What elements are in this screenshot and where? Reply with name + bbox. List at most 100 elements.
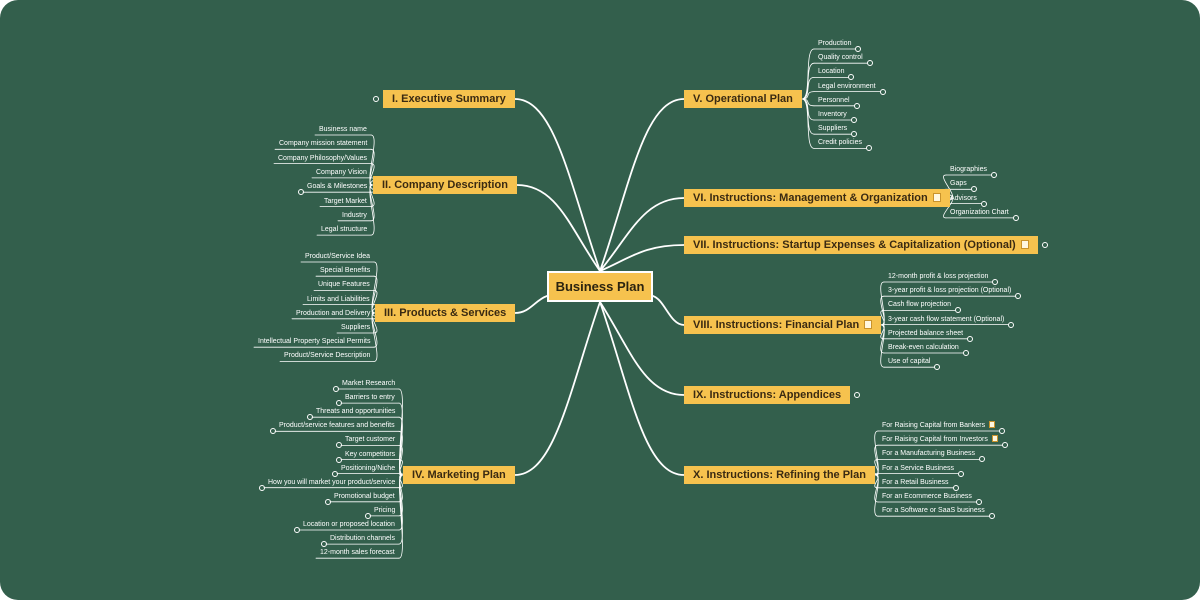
subtopic-item[interactable]: Market Research (342, 379, 395, 388)
branch-topic-b7[interactable]: VII. Instructions: Startup Expenses & Ca… (684, 236, 1038, 254)
subtopic-count-badge[interactable] (336, 456, 342, 463)
subtopic-item[interactable]: How you will market your product/service (268, 478, 395, 487)
subtopic-count-badge[interactable] (992, 279, 998, 285)
branch-topic-b6[interactable]: VI. Instructions: Management & Organizat… (684, 189, 950, 207)
subtopic-item[interactable]: Product/Service Description (284, 351, 370, 360)
subtopic-count-badge[interactable] (1002, 442, 1008, 449)
note-icon[interactable] (991, 435, 998, 443)
subtopic-item[interactable]: Company Vision (316, 168, 367, 177)
branch-topic-b8[interactable]: VIII. Instructions: Financial Plan (684, 316, 882, 334)
topic-count-badge[interactable] (373, 96, 379, 102)
subtopic-item[interactable]: Key competitors (345, 450, 395, 459)
subtopic-item[interactable]: Intellectual Property Special Permits (258, 337, 370, 346)
subtopic-count-badge[interactable] (336, 400, 342, 407)
subtopic-item[interactable]: 12-month sales forecast (320, 548, 395, 557)
subtopic-item[interactable]: Company Philosophy/Values (278, 154, 367, 163)
subtopic-item[interactable]: Location (818, 67, 844, 76)
subtopic-item[interactable]: Suppliers (818, 124, 847, 133)
subtopic-item[interactable]: Target Market (324, 197, 367, 206)
subtopic-count-badge[interactable] (854, 102, 860, 109)
branch-topic-b5[interactable]: V. Operational Plan (684, 90, 802, 108)
subtopic-count-badge[interactable] (851, 117, 857, 123)
subtopic-item[interactable]: Legal environment (818, 82, 876, 91)
subtopic-item[interactable]: Suppliers (341, 323, 370, 332)
subtopic-item[interactable]: Gaps (950, 179, 967, 188)
subtopic-item[interactable]: Production (818, 39, 851, 48)
subtopic-item[interactable]: Industry (342, 211, 367, 220)
subtopic-item[interactable]: Product/Service Idea (305, 252, 370, 261)
subtopic-item[interactable]: Business name (319, 125, 367, 134)
note-icon[interactable] (1020, 240, 1029, 249)
subtopic-count-badge[interactable] (867, 60, 873, 67)
subtopic-count-badge[interactable] (967, 335, 973, 342)
subtopic-count-badge[interactable] (848, 74, 854, 81)
branch-topic-b3[interactable]: III. Products & Services (375, 304, 516, 322)
subtopic-item[interactable]: Special Benefits (320, 266, 370, 275)
subtopic-item[interactable]: Target customer (345, 435, 395, 444)
subtopic-item[interactable]: Pricing (374, 506, 395, 515)
subtopic-item[interactable]: For a Retail Business (882, 478, 949, 487)
subtopic-count-badge[interactable] (880, 88, 886, 95)
subtopic-count-badge[interactable] (1008, 321, 1014, 328)
subtopic-count-badge[interactable] (270, 428, 276, 435)
subtopic-count-badge[interactable] (365, 512, 371, 519)
subtopic-item[interactable]: Company mission statement (279, 139, 367, 148)
subtopic-item[interactable]: For Raising Capital from Bankers (882, 421, 996, 430)
subtopic-item[interactable]: Inventory (818, 110, 847, 119)
subtopic-count-badge[interactable] (971, 186, 977, 193)
subtopic-item[interactable]: Advisors (950, 194, 977, 203)
subtopic-count-badge[interactable] (1013, 214, 1019, 221)
subtopic-item[interactable]: For Raising Capital from Investors (882, 435, 998, 444)
subtopic-item[interactable]: For a Software or SaaS business (882, 506, 985, 515)
subtopic-count-badge[interactable] (1015, 293, 1021, 300)
subtopic-item[interactable]: Biographies (950, 165, 987, 174)
topic-count-badge[interactable] (1042, 242, 1048, 248)
subtopic-item[interactable]: Promotional budget (334, 492, 395, 501)
subtopic-item[interactable]: Limits and Liabilities (307, 295, 370, 304)
subtopic-count-badge[interactable] (298, 189, 304, 196)
subtopic-item[interactable]: Threats and opportunities (316, 407, 395, 416)
subtopic-item[interactable]: 3-year cash flow statement (Optional) (888, 315, 1004, 324)
central-topic[interactable]: Business Plan (547, 271, 653, 302)
branch-topic-b2[interactable]: II. Company Description (373, 176, 517, 194)
subtopic-count-badge[interactable] (333, 386, 339, 392)
subtopic-item[interactable]: Goals & Milestones (307, 182, 367, 191)
subtopic-count-badge[interactable] (866, 145, 872, 152)
branch-topic-b10[interactable]: X. Instructions: Refining the Plan (684, 466, 875, 484)
subtopic-item[interactable]: Location or proposed location (303, 520, 395, 529)
topic-count-badge[interactable] (854, 392, 860, 398)
branch-topic-b1[interactable]: I. Executive Summary (383, 90, 515, 108)
subtopic-item[interactable]: Organization Chart (950, 208, 1009, 217)
subtopic-count-badge[interactable] (953, 484, 959, 491)
subtopic-count-badge[interactable] (259, 484, 265, 491)
subtopic-count-badge[interactable] (321, 541, 327, 548)
subtopic-item[interactable]: Legal structure (321, 225, 367, 234)
note-icon[interactable] (932, 193, 941, 202)
subtopic-count-badge[interactable] (999, 428, 1005, 434)
subtopic-count-badge[interactable] (332, 470, 338, 477)
subtopic-item[interactable]: Barriers to entry (345, 393, 395, 402)
subtopic-item[interactable]: Cash flow projection (888, 300, 951, 309)
subtopic-count-badge[interactable] (963, 350, 969, 356)
subtopic-count-badge[interactable] (851, 131, 857, 138)
subtopic-count-badge[interactable] (294, 527, 300, 533)
subtopic-item[interactable]: Personnel (818, 96, 850, 105)
subtopic-item[interactable]: 3-year profit & loss projection (Optiona… (888, 286, 1011, 295)
note-icon[interactable] (989, 421, 996, 428)
subtopic-count-badge[interactable] (979, 456, 985, 463)
subtopic-count-badge[interactable] (981, 200, 987, 207)
subtopic-item[interactable]: 12-month profit & loss projection (888, 272, 988, 281)
branch-topic-b9[interactable]: IX. Instructions: Appendices (684, 386, 851, 404)
subtopic-count-badge[interactable] (958, 470, 964, 477)
subtopic-item[interactable]: Credit policies (818, 138, 862, 147)
subtopic-item[interactable]: For an Ecommerce Business (882, 492, 972, 501)
subtopic-item[interactable]: Production and Delivery (296, 309, 370, 318)
subtopic-count-badge[interactable] (934, 364, 940, 371)
subtopic-count-badge[interactable] (991, 172, 997, 178)
subtopic-item[interactable]: Distribution channels (330, 534, 395, 543)
subtopic-count-badge[interactable] (989, 513, 995, 520)
branch-topic-b4[interactable]: IV. Marketing Plan (403, 466, 515, 484)
subtopic-item[interactable]: Projected balance sheet (888, 329, 963, 338)
subtopic-count-badge[interactable] (855, 46, 861, 52)
subtopic-count-badge[interactable] (307, 414, 313, 421)
